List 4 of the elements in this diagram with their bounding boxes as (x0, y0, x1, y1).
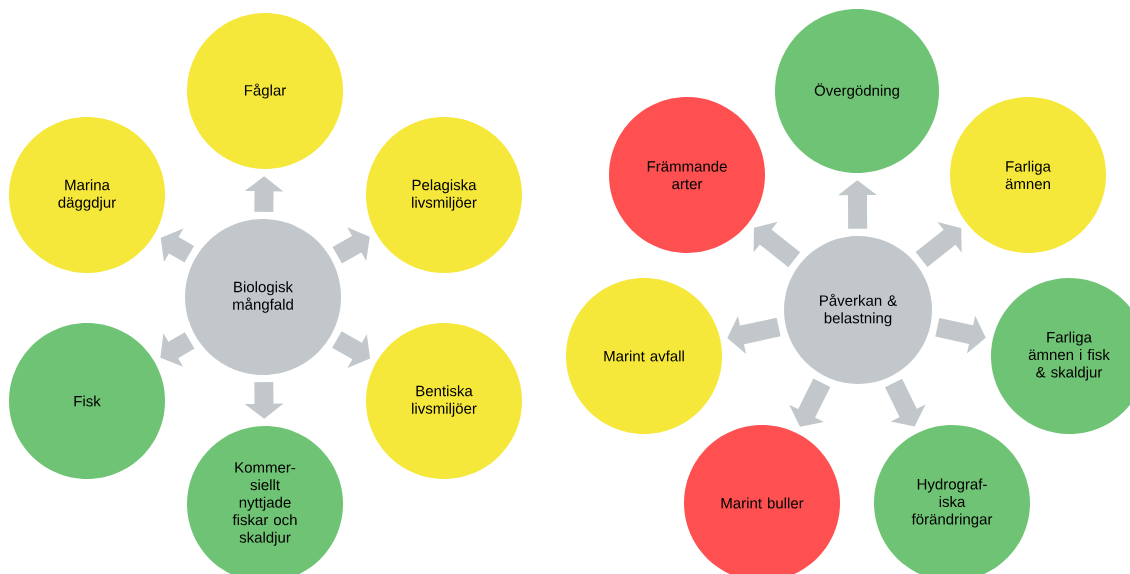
block-arrow (332, 227, 370, 264)
block-arrow (915, 222, 962, 267)
block-arrow (885, 378, 926, 427)
block-arrow (160, 332, 195, 367)
